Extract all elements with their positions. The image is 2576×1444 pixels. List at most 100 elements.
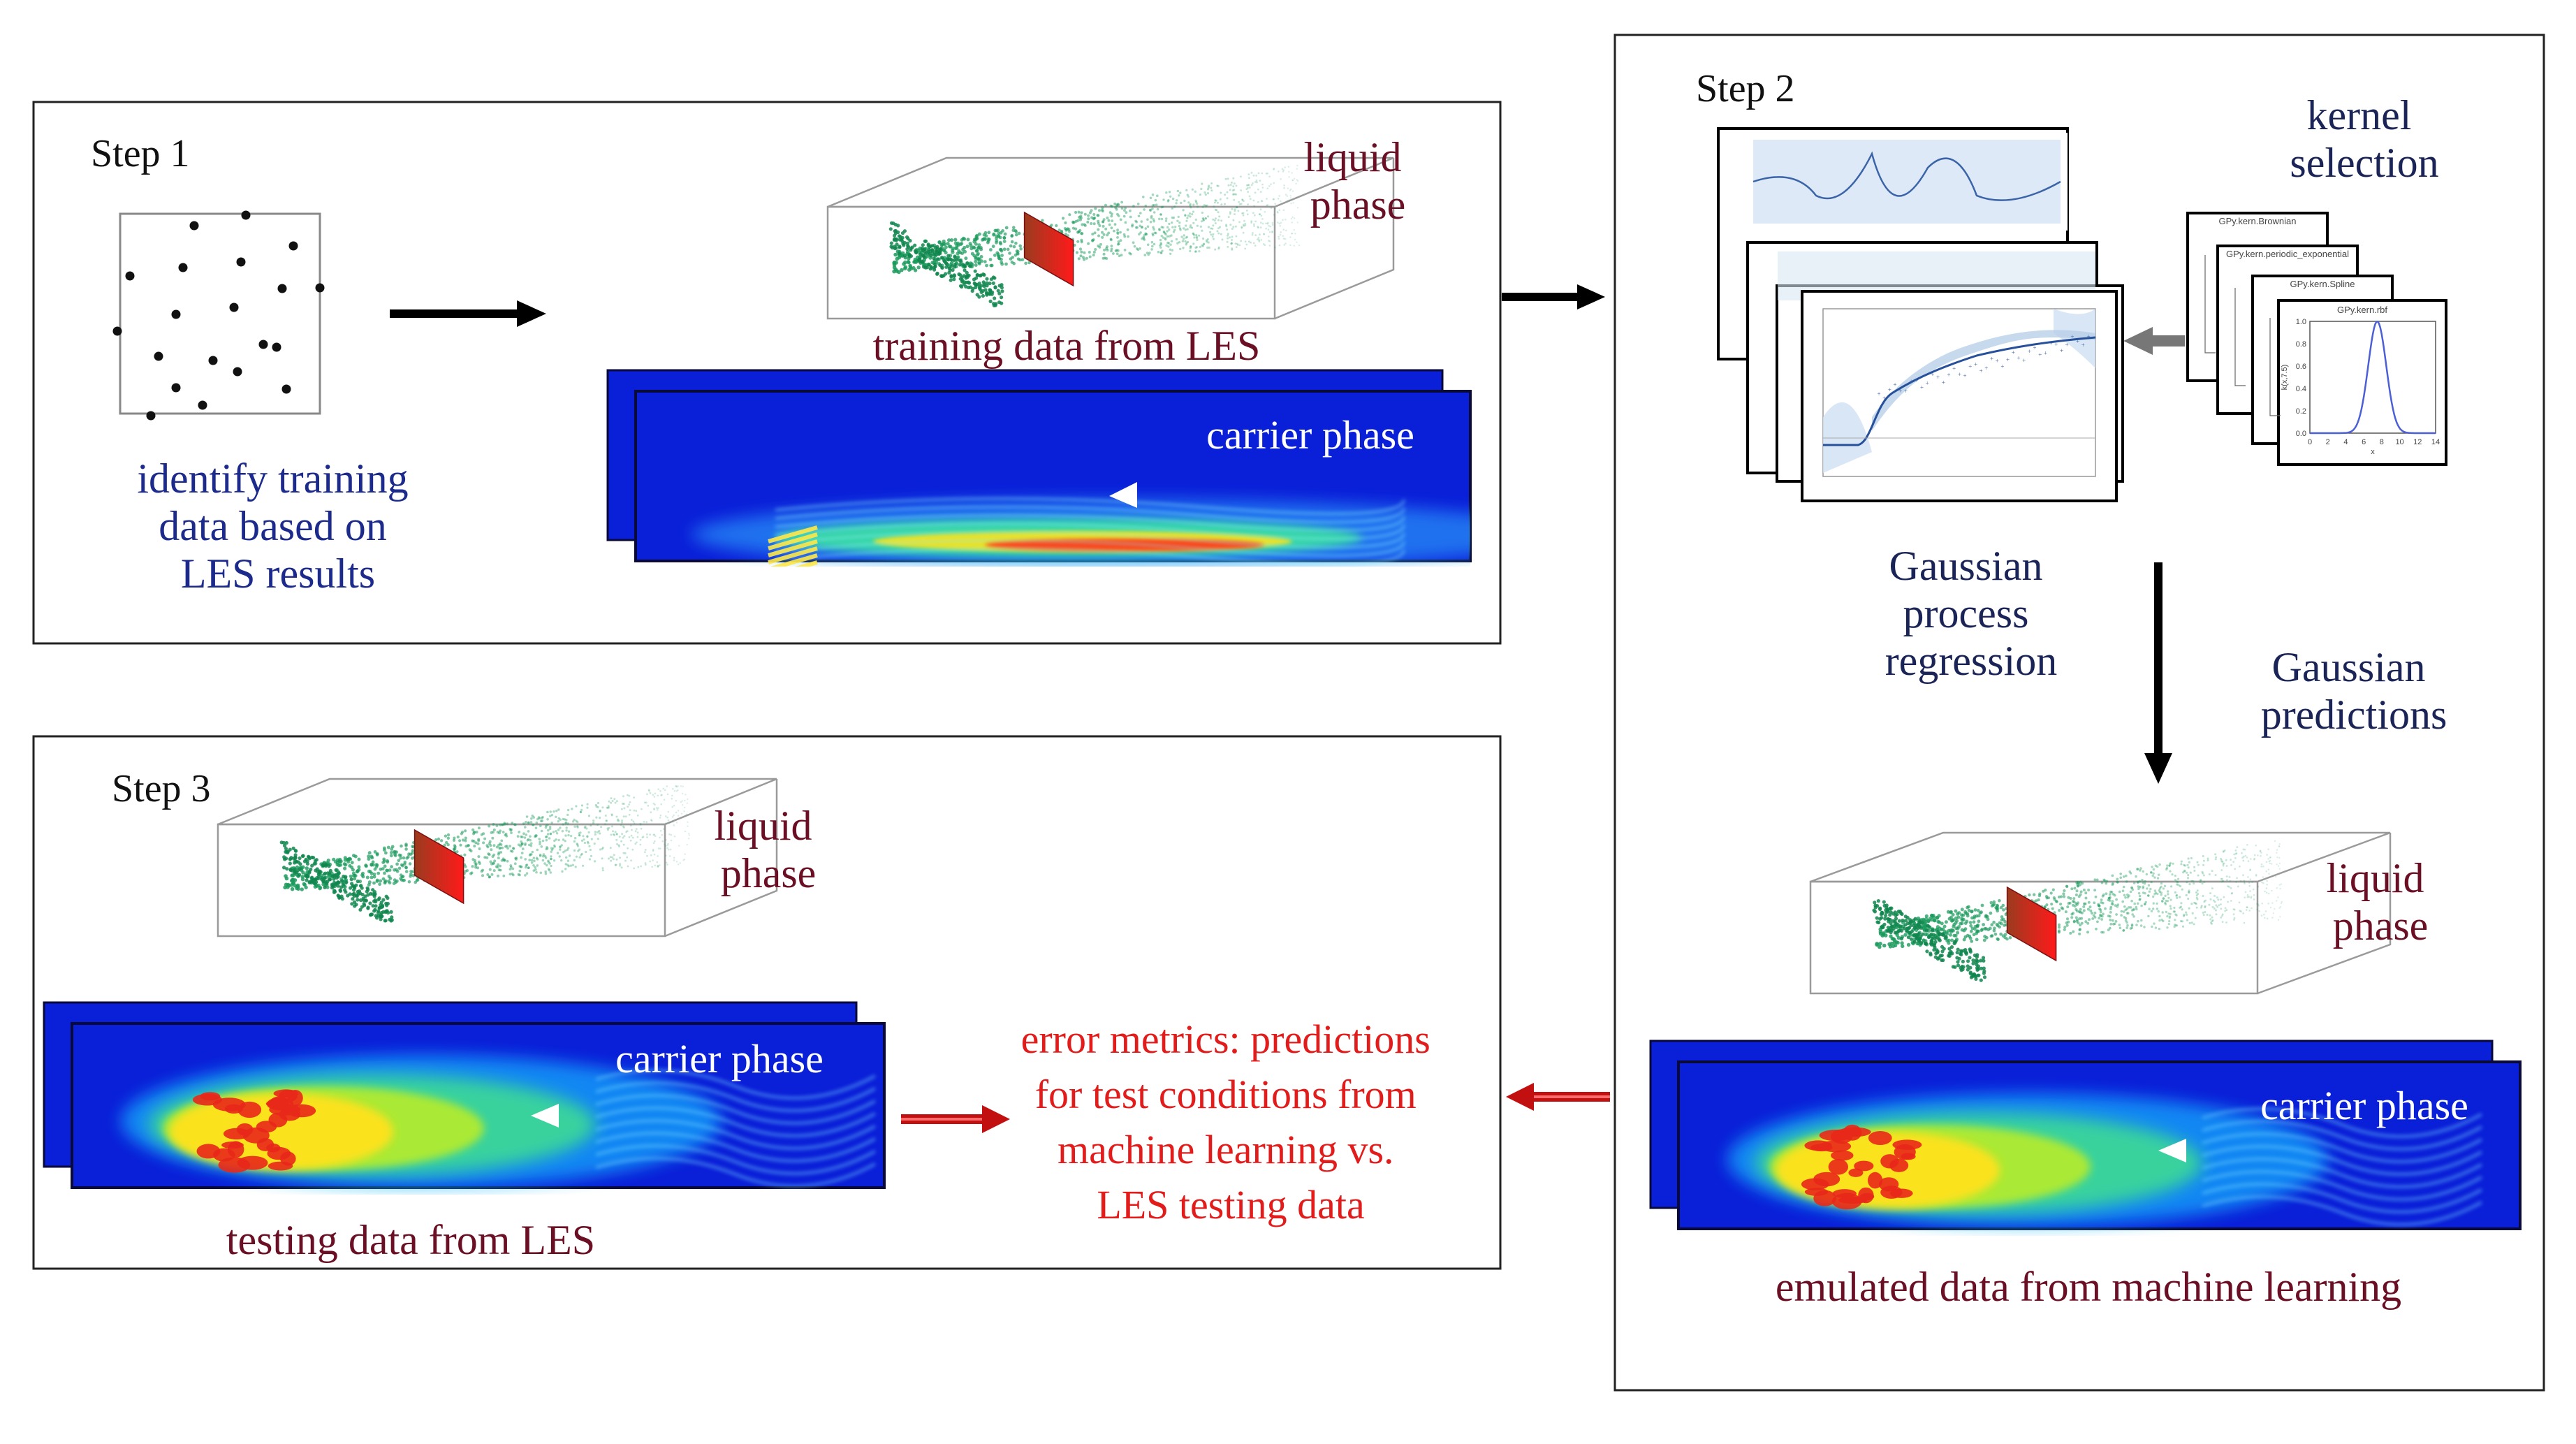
particle xyxy=(1227,177,1229,180)
particle xyxy=(603,823,606,826)
particle xyxy=(2158,887,2162,890)
particle-dense xyxy=(934,253,938,257)
particle xyxy=(594,803,597,806)
particle xyxy=(1989,900,1993,905)
particle xyxy=(2123,905,2126,908)
particle xyxy=(2228,886,2230,888)
particle xyxy=(518,873,521,877)
particle xyxy=(2223,862,2225,865)
particle xyxy=(2200,905,2203,907)
particle xyxy=(583,841,587,845)
particle xyxy=(393,852,397,856)
particle xyxy=(1194,218,1197,221)
particle xyxy=(673,814,675,817)
particle xyxy=(1999,905,2003,910)
particle xyxy=(679,862,681,864)
kernel-y-tick: 0.4 xyxy=(2296,385,2306,393)
sample-points-square xyxy=(119,212,321,415)
particle xyxy=(2220,898,2223,900)
particle xyxy=(2166,914,2169,918)
particle xyxy=(1252,212,1254,214)
particle xyxy=(488,875,491,879)
particle xyxy=(2227,885,2230,887)
particle xyxy=(1232,177,1235,180)
sample-point xyxy=(241,210,251,220)
particle xyxy=(2250,858,2252,860)
particle xyxy=(1273,214,1275,216)
particle xyxy=(1096,214,1099,217)
particle xyxy=(2177,884,2180,887)
particle xyxy=(2249,869,2251,871)
particle-dense xyxy=(909,254,913,258)
particle xyxy=(495,824,499,827)
particle xyxy=(1286,195,1289,197)
particle xyxy=(2248,910,2251,912)
particle xyxy=(569,864,572,867)
particle xyxy=(1169,252,1172,255)
particle-dense xyxy=(300,854,305,858)
particle xyxy=(2072,897,2076,900)
particle xyxy=(1203,191,1206,194)
particle xyxy=(1114,249,1118,252)
particle xyxy=(1140,226,1143,229)
particle xyxy=(1229,211,1231,214)
particle xyxy=(1160,217,1164,221)
particle xyxy=(1160,205,1163,209)
particle xyxy=(2222,863,2225,866)
particle xyxy=(595,816,598,819)
particle xyxy=(1252,223,1255,226)
particle xyxy=(2220,860,2223,863)
particle xyxy=(641,808,643,810)
particle xyxy=(1098,245,1102,249)
particle xyxy=(622,825,624,828)
particle xyxy=(2104,907,2107,910)
particle xyxy=(388,881,392,885)
particle xyxy=(383,879,388,883)
particle xyxy=(576,843,579,846)
particle xyxy=(1998,899,2001,903)
particle xyxy=(1231,247,1234,250)
particle xyxy=(1120,200,1123,204)
field-hot-spot xyxy=(200,1092,221,1101)
particle xyxy=(1003,232,1007,236)
particle xyxy=(1159,242,1162,245)
plot-axes xyxy=(1822,308,2096,477)
particle xyxy=(1274,246,1276,249)
field-wisp xyxy=(595,1069,876,1100)
particle xyxy=(2073,905,2077,908)
particle xyxy=(2183,870,2186,873)
particle xyxy=(1192,221,1195,224)
confidence-band xyxy=(1823,402,1872,473)
arrow-step1-to-step2-head xyxy=(1577,284,1605,309)
particle xyxy=(995,240,998,245)
particle xyxy=(650,819,653,822)
particle xyxy=(2233,917,2236,919)
particle xyxy=(1225,225,1228,228)
particle xyxy=(1240,175,1242,178)
particle-dense xyxy=(1933,940,1938,944)
particle xyxy=(1178,221,1181,224)
particle xyxy=(1972,920,1976,924)
particle xyxy=(616,843,619,845)
particle xyxy=(1288,199,1290,201)
particle xyxy=(1090,222,1093,225)
particle xyxy=(2257,885,2260,888)
particle xyxy=(483,856,487,859)
particle xyxy=(2114,904,2117,907)
particle xyxy=(1189,204,1192,207)
particle-dense xyxy=(1896,930,1900,934)
particle xyxy=(1164,219,1168,222)
sample-point xyxy=(229,302,239,312)
particle xyxy=(527,838,530,841)
particle xyxy=(2120,914,2123,917)
particle xyxy=(1210,189,1213,192)
particle xyxy=(1163,231,1166,234)
particle xyxy=(350,861,354,865)
particle-dense xyxy=(1888,907,1892,911)
particle xyxy=(2109,918,2112,921)
particle xyxy=(2232,913,2235,916)
carrier-phase-field-step2 xyxy=(1649,1040,2522,1230)
particle xyxy=(1250,221,1252,224)
step2-carrier-label: carrier phase xyxy=(2260,1083,2468,1128)
particle-dense xyxy=(962,282,966,286)
